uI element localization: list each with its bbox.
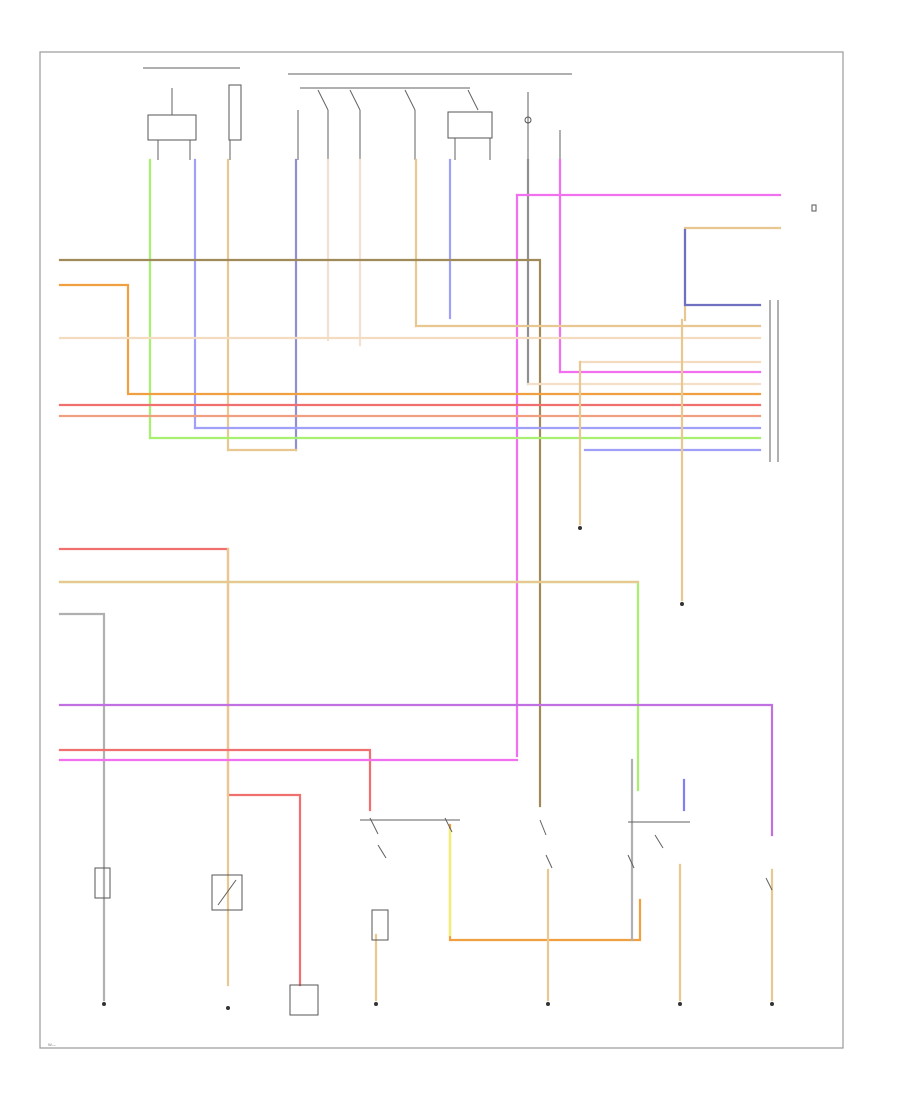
lower-components	[94, 817, 773, 1016]
top-middle-switch-block	[288, 73, 572, 160]
page-footer: W—	[48, 1042, 56, 1047]
ground-icon	[678, 1002, 682, 1006]
wire-orange-bus	[58, 283, 762, 396]
ground-icon	[374, 1002, 378, 1006]
wire-green-lower	[58, 580, 640, 792]
ground-icon	[226, 1006, 230, 1010]
top-right-sensor	[524, 92, 561, 160]
ground-icon	[578, 526, 582, 530]
wire-blue-bracket	[683, 228, 762, 307]
ground-icon	[680, 602, 684, 606]
wire-orange-lower	[448, 823, 642, 942]
wire-red-lower-2	[58, 748, 372, 812]
ground-icon	[546, 1002, 550, 1006]
ground-icon	[770, 1002, 774, 1006]
wire-tan-top-run	[683, 226, 782, 322]
wire-violet-lower	[58, 703, 774, 837]
ground-icon	[102, 1002, 106, 1006]
top-left-connector	[143, 67, 242, 160]
right-connector-block	[769, 204, 817, 462]
diagram-frame	[39, 51, 844, 1049]
wire-gray-lower	[58, 612, 106, 1002]
wire-brown-bus	[58, 258, 542, 808]
